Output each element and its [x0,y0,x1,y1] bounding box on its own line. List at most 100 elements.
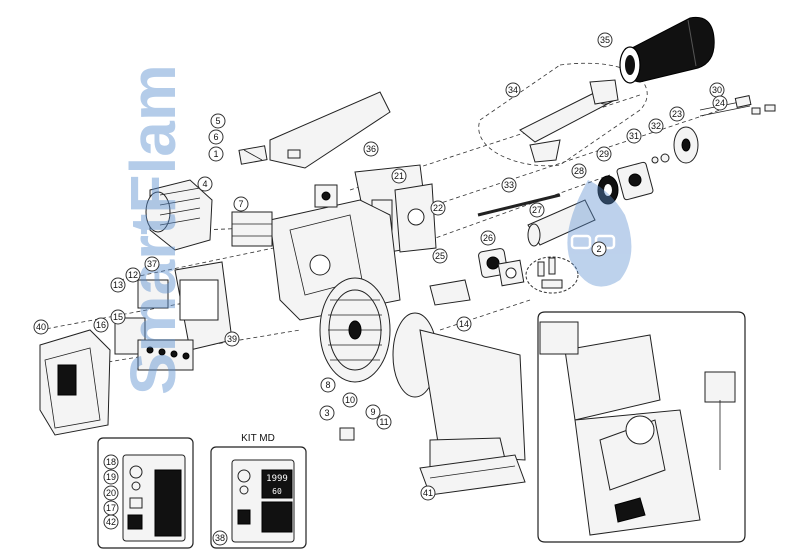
control-panel-kit-md: KIT MD 1999 60 [210,433,307,549]
callout-circle [626,128,642,144]
callout-number: 30 [712,85,722,95]
combustion-tube-35 [619,16,715,84]
sleeve-27 [527,199,596,247]
rod-33 [477,193,561,217]
callout-circle [376,414,392,430]
callout-circle [224,331,240,347]
callout-number: 34 [508,85,518,95]
callout-15: 15 [110,309,126,325]
callout-32: 32 [648,118,664,134]
callout-circle [712,95,728,111]
control-panel-standard [97,437,194,549]
transformer-38 [231,211,273,247]
callout-22: 22 [430,200,446,216]
callout-6: 6 [208,129,224,145]
callout-38: 38 [212,530,228,546]
callout-circle [363,141,379,157]
callout-number: 28 [574,166,584,176]
callout-1: 1 [208,146,224,162]
callout-circle [93,317,109,333]
callout-circle [320,377,336,393]
display-value-2: 60 [272,487,282,496]
callout-23: 23 [669,106,685,122]
callout-31: 31 [626,128,642,144]
callout-number: 6 [213,132,218,142]
callout-29: 29 [596,146,612,162]
callout-number: 25 [435,251,445,261]
nozzle-detail-2 [525,256,579,294]
pump-26 [478,248,525,287]
flange-29 [616,161,654,201]
callout-26: 26 [480,230,496,246]
callout-circle [125,267,141,283]
callout-number: 3 [324,408,329,418]
callout-circle [597,32,613,48]
callout-circle [342,392,358,408]
callout-number: 11 [379,417,388,427]
callout-number: 32 [651,121,661,131]
watermark-mascot-icon [567,180,632,287]
callout-number: 26 [483,233,493,243]
callout-9: 9 [365,404,381,420]
callout-10: 10 [342,392,358,408]
electrical-panel-39 [174,261,233,351]
clip-3 [339,427,355,441]
callout-circle [212,530,228,546]
callout-circle [319,405,335,421]
callout-number: 35 [600,35,610,45]
bracket-14 [429,279,471,306]
callout-number: 10 [345,395,355,405]
callout-number: 42 [106,517,116,527]
diffuser-disc-32 [673,126,699,164]
callout-circle [529,202,545,218]
callout-33: 33 [501,177,517,193]
callout-circle [430,200,446,216]
callout-3: 3 [319,405,335,421]
callout-21: 21 [391,168,407,184]
callout-circle [210,113,226,129]
callout-circle [456,316,472,332]
coupling-28 [597,175,619,205]
callout-number: 31 [629,131,639,141]
callout-8: 8 [320,377,336,393]
nozzle-parts-31 [651,153,670,164]
callout-number: 7 [238,199,243,209]
callout-14: 14 [456,316,472,332]
callout-number: 17 [106,503,116,513]
callout-30: 30 [709,82,725,98]
callout-circle [103,514,119,530]
callout-number: 2 [596,244,601,254]
callout-circle [648,118,664,134]
callout-18: 18 [103,454,119,470]
callout-circle [110,309,126,325]
callout-number: 21 [394,171,404,181]
callout-4: 4 [197,176,213,192]
callout-number: 38 [215,533,225,543]
callout-group: 3530342423323129283621223327262251412371… [33,32,728,546]
callout-17: 17 [103,500,119,516]
callout-number: 12 [128,270,138,280]
callout-circle [33,319,49,335]
callout-16: 16 [93,317,109,333]
callout-number: 27 [532,205,542,215]
callout-11: 11 [376,414,392,430]
window-5 [238,145,268,165]
callout-circle [365,404,381,420]
callout-number: 19 [106,472,116,482]
callout-circle [197,176,213,192]
callout-number: 18 [106,457,116,467]
callout-circle [571,163,587,179]
callout-5: 5 [210,113,226,129]
callout-number: 33 [504,180,514,190]
callout-35: 35 [597,32,613,48]
callout-number: 39 [227,334,237,344]
callout-circle [420,485,436,501]
callout-28: 28 [571,163,587,179]
display-value-1: 1999 [266,474,288,484]
callout-circle [103,485,119,501]
callout-circle [432,248,448,264]
callout-circle [391,168,407,184]
callout-24: 24 [712,95,728,111]
